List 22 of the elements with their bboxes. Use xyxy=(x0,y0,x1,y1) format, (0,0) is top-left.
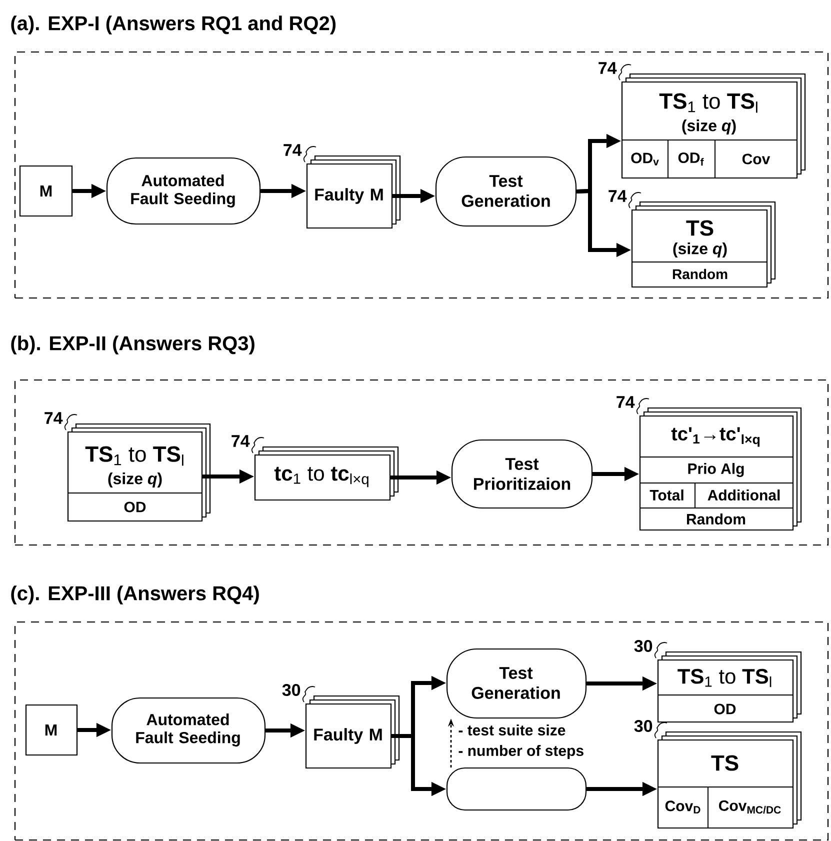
count-label: 30 xyxy=(634,640,668,658)
box-label: Automated Fault Seeding xyxy=(136,714,240,746)
box-label: M xyxy=(40,186,52,196)
count-label: 74 xyxy=(608,190,642,208)
count-label: 74 xyxy=(598,62,632,80)
rounded-box xyxy=(446,767,587,811)
count-label: 30 xyxy=(282,684,316,702)
note-text: - test suite size xyxy=(458,724,566,736)
note-text: - number of steps xyxy=(458,745,584,759)
count-label: 30 xyxy=(634,720,668,738)
box-label: Test Generation xyxy=(472,667,560,699)
count-label: 74 xyxy=(232,435,264,454)
panel-heading: (c). EXP-III (Answers RQ4) xyxy=(11,586,259,604)
panel-heading: (b). EXP-II (Answers RQ3) xyxy=(11,336,254,354)
count-label: 74 xyxy=(44,412,78,430)
count-label: 74 xyxy=(616,396,650,414)
box-label: M xyxy=(45,724,57,736)
box-label: Automated Fault Seeding xyxy=(131,174,235,208)
count-label: 74 xyxy=(284,144,316,162)
box-label: Test Generation xyxy=(462,175,550,207)
box-label: Test Prioritizaion xyxy=(474,458,570,490)
panel-heading: (a). EXP-I (Answers RQ1 and RQ2) xyxy=(11,16,336,34)
